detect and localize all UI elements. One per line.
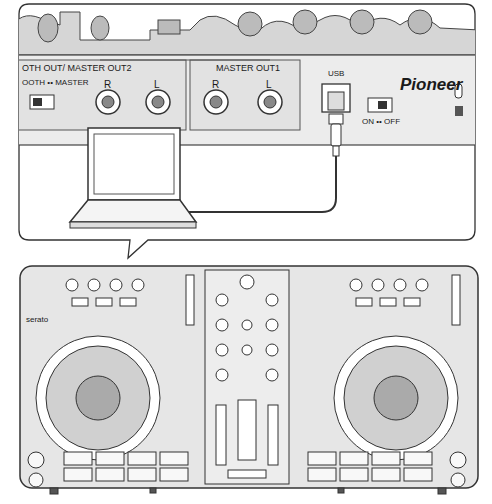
switch-label: OOTH •• MASTER	[22, 79, 89, 87]
port-label: USB	[328, 70, 344, 78]
software-logo: serato	[26, 316, 48, 324]
jack-label: R	[104, 80, 111, 90]
jack-label: L	[266, 80, 272, 90]
section-label: MASTER OUT1	[216, 64, 280, 73]
jack-label: R	[212, 80, 219, 90]
controller	[20, 266, 478, 494]
switch-label: ON •• OFF	[362, 118, 400, 126]
jack-label: L	[154, 80, 160, 90]
brand-logo: Pioneer	[400, 76, 462, 93]
section-label: OTH OUT/ MASTER OUT2	[22, 64, 132, 73]
